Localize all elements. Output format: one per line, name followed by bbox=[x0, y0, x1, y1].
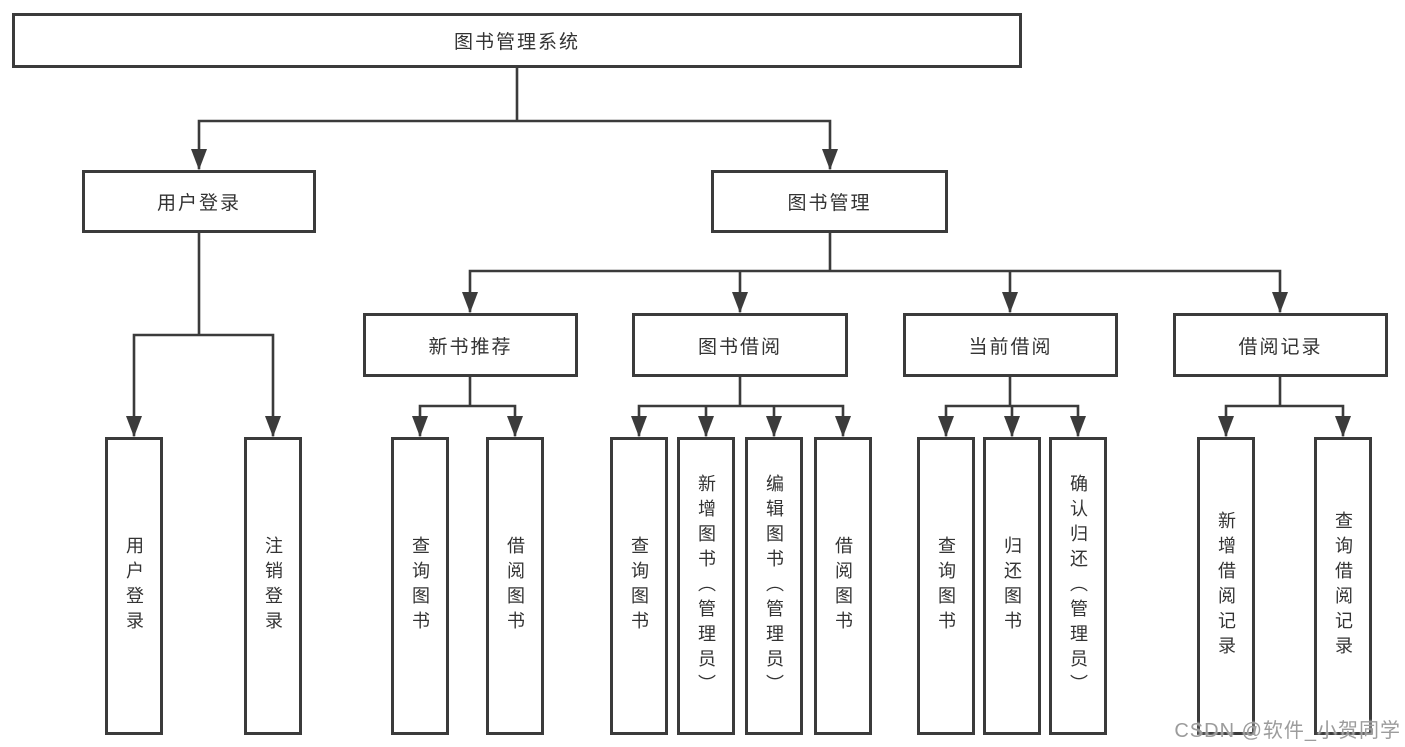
node-label: 用户登录 bbox=[156, 193, 241, 214]
node-book-management: 图书管理 bbox=[711, 170, 948, 233]
leaf-label: 借阅图书 bbox=[505, 536, 525, 636]
leaf-label: 确认归还（管理员） bbox=[1068, 473, 1088, 699]
leaf-add-books-admin: 新增图书（管理员） bbox=[677, 437, 735, 735]
leaf-label: 查询图书 bbox=[629, 536, 649, 636]
leaf-logout: 注销登录 bbox=[244, 437, 302, 735]
node-new-book-recommend: 新书推荐 bbox=[363, 313, 578, 377]
connector-paths bbox=[132, 66, 1345, 437]
node-book-borrowing: 图书借阅 bbox=[632, 313, 848, 377]
leaf-label: 查询图书 bbox=[410, 536, 430, 636]
leaf-borrow-books-recommend: 借阅图书 bbox=[486, 437, 544, 735]
leaf-label: 注销登录 bbox=[263, 536, 283, 636]
node-borrowing-records: 借阅记录 bbox=[1173, 313, 1388, 377]
node-user-login: 用户登录 bbox=[82, 170, 316, 233]
node-label: 图书管理 bbox=[787, 193, 872, 214]
leaf-label: 归还图书 bbox=[1002, 536, 1022, 636]
leaf-label: 用户登录 bbox=[124, 536, 144, 636]
leaf-label: 新增借阅记录 bbox=[1216, 511, 1236, 661]
leaf-confirm-return-admin: 确认归还（管理员） bbox=[1049, 437, 1107, 735]
leaf-label: 编辑图书（管理员） bbox=[764, 473, 784, 699]
csdn-watermark: CSDN @软件_小贺同学 bbox=[1174, 720, 1401, 742]
node-current-borrowing: 当前借阅 bbox=[903, 313, 1118, 377]
leaf-label: 新增图书（管理员） bbox=[696, 473, 716, 699]
node-root-system: 图书管理系统 bbox=[12, 13, 1022, 68]
leaf-edit-books-admin: 编辑图书（管理员） bbox=[745, 437, 803, 735]
node-label: 图书借阅 bbox=[697, 336, 782, 358]
leaf-label: 借阅图书 bbox=[833, 536, 853, 636]
leaf-query-books-borrowing: 查询图书 bbox=[610, 437, 668, 735]
leaf-query-books-recommend: 查询图书 bbox=[391, 437, 449, 735]
leaf-query-books-current: 查询图书 bbox=[917, 437, 975, 735]
leaf-borrow-books-borrowing: 借阅图书 bbox=[814, 437, 872, 735]
leaf-label: 查询借阅记录 bbox=[1333, 511, 1353, 661]
leaf-query-borrow-record: 查询借阅记录 bbox=[1314, 437, 1372, 735]
leaf-label: 查询图书 bbox=[936, 536, 956, 636]
leaf-return-books: 归还图书 bbox=[983, 437, 1041, 735]
node-label: 当前借阅 bbox=[968, 336, 1053, 358]
node-label: 新书推荐 bbox=[428, 336, 513, 358]
leaf-user-login: 用户登录 bbox=[105, 437, 163, 735]
arrowheads bbox=[126, 149, 1351, 437]
node-label: 借阅记录 bbox=[1238, 336, 1323, 358]
leaf-add-borrow-record: 新增借阅记录 bbox=[1197, 437, 1255, 735]
node-label: 图书管理系统 bbox=[453, 32, 580, 53]
